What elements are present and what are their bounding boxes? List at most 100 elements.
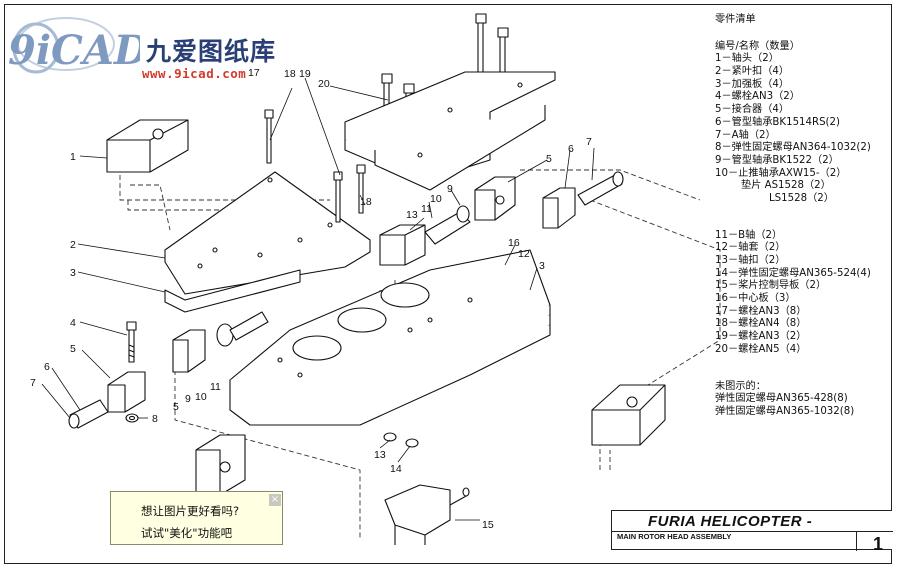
parts-list-item: 10－止推轴承AXW15-（2） [715,167,847,179]
callout-3: 3 [70,267,76,279]
leader-lines [41,77,595,521]
part-5-adapter-upper [474,176,516,221]
not-shown-heading: 未图示的： [715,380,766,392]
lower-bracket-right [591,384,666,446]
title-block: FURIA HELICOPTER - MAIN ROTOR HEAD ASSEM… [611,510,893,554]
callout-17: 17 [248,67,260,79]
popup-tip-line2[interactable]: 试试"美化"功能吧 [141,526,233,540]
drawing-title: FURIA HELICOPTER - [648,513,813,530]
callout-14: 14 [390,463,402,475]
callout-9a: 9 [185,393,191,405]
parts-list-item: 2－紧叶扣（4） [715,66,790,78]
part-14-nuts [383,432,419,448]
parts-list-item: 14－弹性固定螺母AN365-524(4) [715,267,871,279]
callout-4: 4 [70,317,76,329]
parts-list-gap [715,357,871,369]
not-shown-item: 弹性固定螺母AN365-1032(8) [715,405,855,417]
parts-list-gap [715,369,871,381]
part-1-hub [106,119,189,173]
callout-11b: 11 [421,203,432,215]
bolts-17-19 [264,109,366,223]
drawing-subtitle: MAIN ROTOR HEAD ASSEMBLY [617,532,732,541]
callout-19: 19 [299,68,311,80]
part-15-pitch-guide [384,484,470,545]
parts-list-item: 4－螺栓AN3（2） [715,91,800,103]
popup-close-icon[interactable]: × [269,494,281,506]
parts-list-item: 9－管型轴承BK1522（2） [715,154,839,166]
parts-list-item: 20－螺栓AN5（4） [715,343,807,355]
parts-list-item: 13－轴扣（2） [715,255,786,266]
callout-13a: 13 [406,209,418,221]
parts-list-subheading: 编号/名称（数量） [715,40,800,52]
callout-5a: 5 [70,343,76,355]
parts-list-item: 16－中心板（3） [715,293,796,305]
parts-list-item: 17－螺栓AN3（8） [715,305,807,317]
beautify-tip-popup[interactable]: 想让图片更好看吗? 试试"美化"功能吧 × [110,491,283,545]
parts-list-item: 7－A轴（2） [715,129,776,141]
logo-site-name: 九爱图纸库 [146,37,277,66]
site-logo[interactable]: 9iCAD 九爱图纸库 www.9icad.com [6,10,306,90]
callout-11a: 11 [210,381,221,393]
title-divider [612,531,893,532]
callout-7b: 7 [586,136,592,148]
upper-blade-grip-plate [344,71,556,191]
not-shown-item: 弹性固定螺母AN365-428(8) [715,393,848,405]
callout-1: 1 [70,151,76,163]
parts-list: 零件清单 编号/名称（数量） 1－轴头（2） 2－紧叶扣（4） 3－加强板（4）… [715,14,871,419]
part-3-plate [164,269,301,313]
parts-list-washer: 垫片 AS1528（2） [741,180,831,192]
parts-list-item: 15－桨片控制导板（2） [715,280,827,292]
part-11-shaft [424,205,471,245]
exploded-assembly-drawing: 1 2 3 3 4 5 5 5 6 6 7 7 8 9 9 10 10 11 1… [30,13,721,545]
callout-5b: 5 [173,401,179,413]
parts-list-washer-2: LS1528（2） [769,192,834,204]
parts-list-item: 5－接合器（4） [715,104,790,116]
part-6-7-right [542,171,624,229]
parts-list-gap [715,218,871,230]
part-4-bolt [126,321,137,363]
part-8-nut [125,413,139,423]
parts-list-item: 1－轴头（2） [715,53,779,65]
parts-list-item: 18－螺栓AN4（8） [715,318,807,330]
callout-6b: 6 [568,143,574,155]
logo-mark-text: 9iCAD [8,27,140,74]
parts-list-item: 12－轴套（2） [715,242,786,254]
parts-list-item: 19－螺栓AN3（2） [715,331,807,343]
part-2-plate [164,171,371,295]
drawing-sheet: 9iCAD 九爱图纸库 www.9icad.com [4,4,893,564]
callout-18b: 18 [360,196,372,208]
part-5-adapter-lower [107,371,146,413]
parts-list-item: 3－加强板（4） [715,78,790,90]
callout-20: 20 [318,78,330,90]
sheet-number: 1 [873,534,884,554]
callout-10a: 10 [195,391,207,403]
callout-18: 18 [284,68,296,80]
callout-12: 12 [518,248,530,260]
part-7-shaft-lower [68,399,109,429]
callout-13b: 13 [374,449,386,461]
callout-5c: 5 [546,153,552,165]
parts-list-item: 8－弹性固定螺母AN364-1032(2) [715,142,871,154]
part-5-adapter-left [172,329,206,373]
sheet-number-cell: 1 [856,531,892,554]
part-9-10-bearing-left [216,311,269,347]
callout-7a: 7 [30,377,36,389]
callout-10b: 10 [430,193,442,205]
callout-16: 16 [508,237,520,249]
part-13-shaft-clamp [379,224,426,266]
logo-mark-icon: 9iCAD [8,17,140,74]
parts-list-heading: 零件清单 [715,14,756,25]
callout-9b: 9 [447,183,453,195]
callout-6a: 6 [44,361,50,373]
parts-list-item: 6－管型轴承BK1514RS(2) [715,116,840,128]
part-16-center-plates [229,249,551,426]
logo-site-url[interactable]: www.9icad.com [142,66,247,81]
parts-list-item: 11－B轴（2） [715,229,783,241]
popup-tip-line1: 想让图片更好看吗? [141,504,240,518]
lower-bracket-left [195,434,246,496]
callout-2: 2 [70,239,76,251]
callout-3b: 3 [539,260,545,272]
parts-list-gap [715,206,871,218]
callout-8: 8 [152,413,158,425]
callout-15: 15 [482,519,494,531]
